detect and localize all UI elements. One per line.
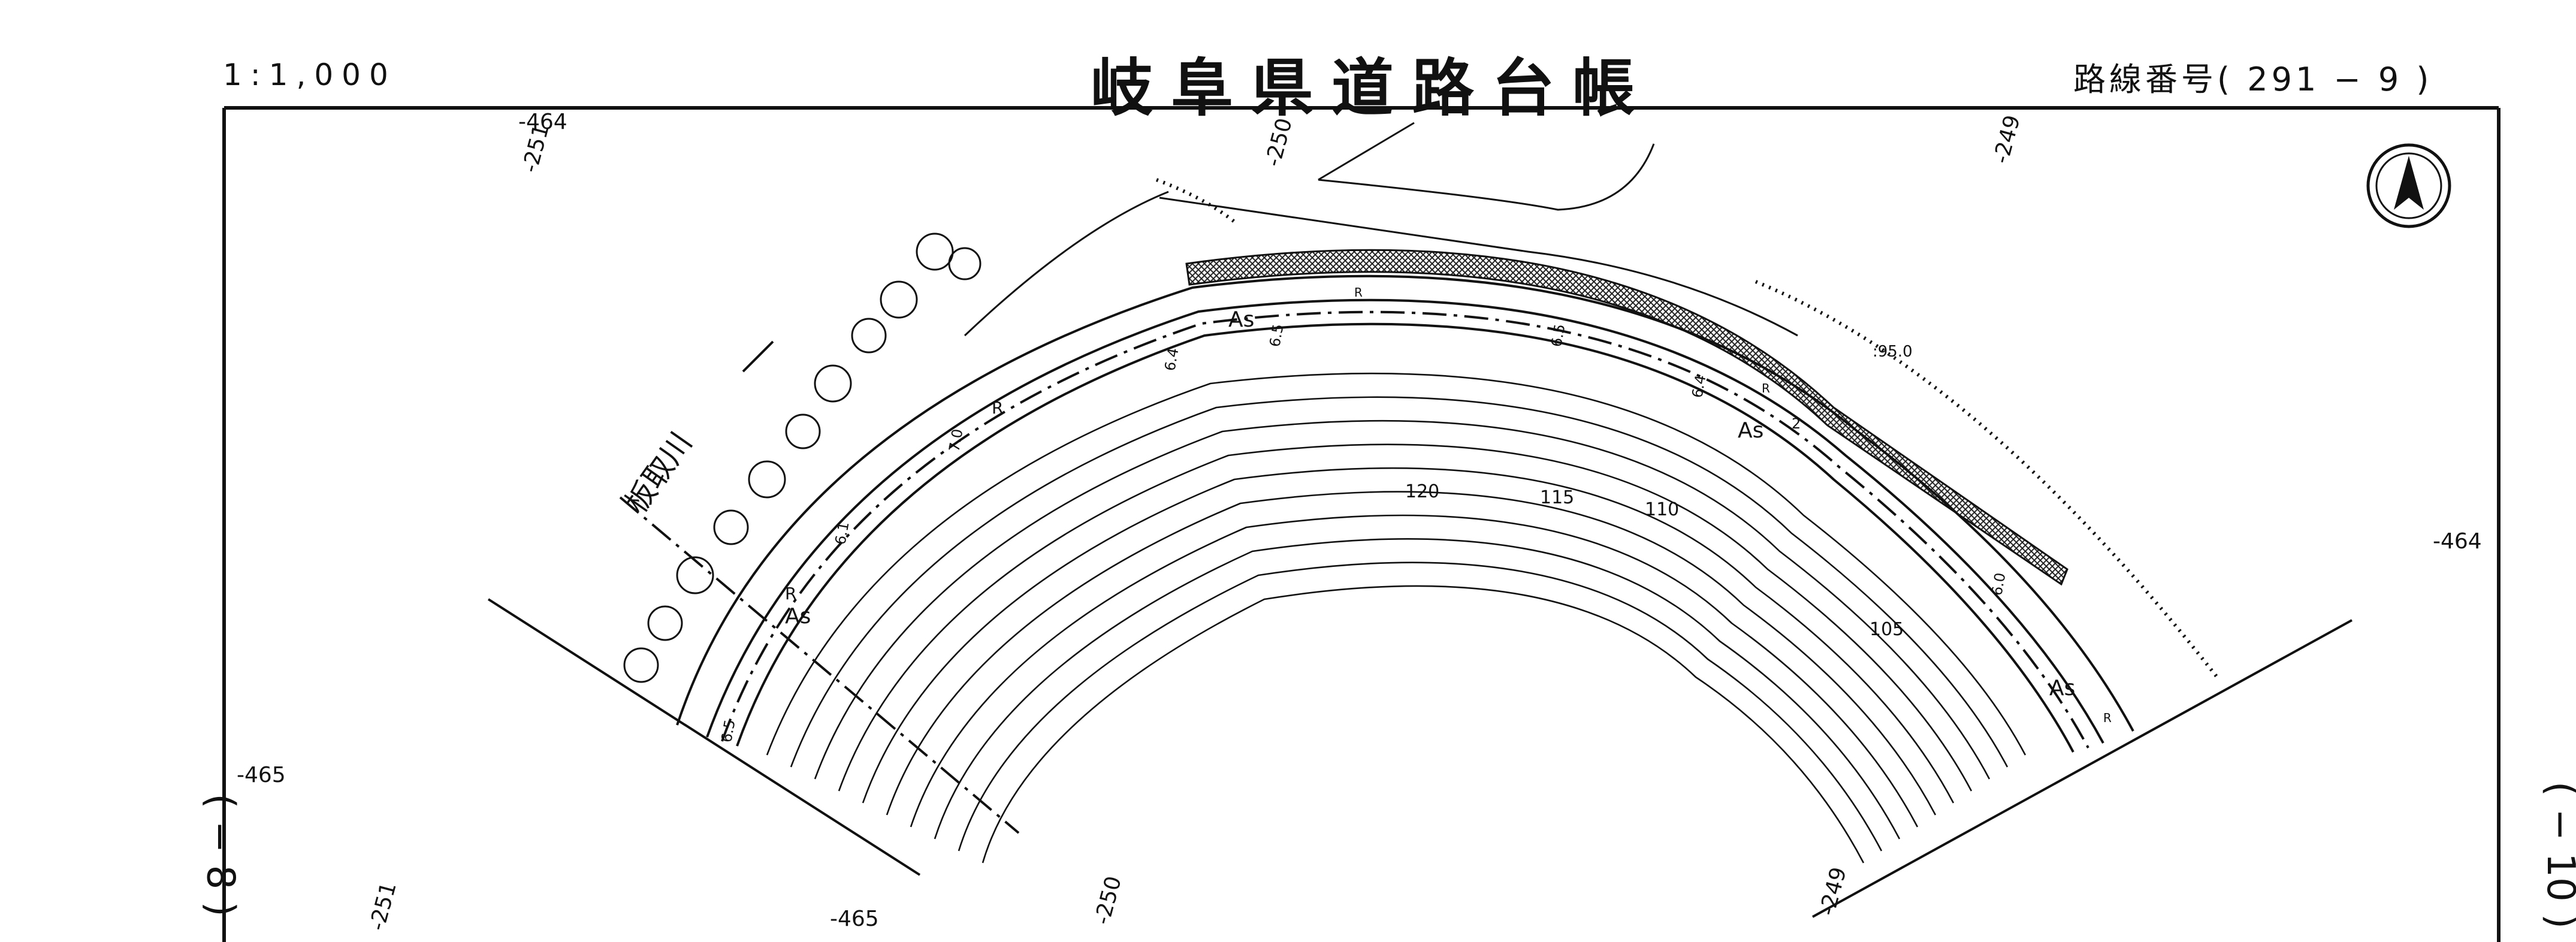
hatched-shoulder [1185,249,2068,586]
grid-label-left-465: -465 [237,763,286,787]
road-mark: R [1762,381,1770,395]
embankment-dotted [1155,178,2219,678]
grid-label-top-left-464: -464 [518,110,567,134]
road-mark: R [785,584,796,603]
road-mark: R [2103,711,2112,725]
grid-label-bottom-249: -249 [1815,865,1852,919]
adjacent-sheet-prev: ( − 8 ) [198,793,243,917]
width-label: 6.1 [832,521,852,546]
contour-label: 105 [1870,619,1904,640]
pavement-mark: As [1228,307,1254,332]
route-number: 路線番号( 291 − 9 ) [2073,61,2433,98]
road-lines [676,274,2134,753]
contour-label: 115 [1540,487,1574,508]
pavement-mark: As [1738,418,1763,443]
river-flow-arrow [742,340,774,373]
adjacent-sheet-next: ( − 10 ) [2538,781,2576,929]
grid-label-bottom-251: -251 [365,880,401,934]
terrain-lines [964,122,1798,337]
grid-label-top-249: -249 [1989,113,2025,167]
road-mark: R [1354,285,1363,300]
grid-label-bottom-465: -465 [830,907,879,931]
north-arrow-icon [2366,143,2451,228]
width-label: 7.0 [946,428,966,453]
tree-symbols [623,233,982,683]
width-label: 6.5 [718,718,738,744]
map-frame [222,106,2500,942]
elevation-point: :95.0 [1873,343,1913,361]
road-mark: R [992,398,1003,418]
contour-label: 120 [1405,481,1439,502]
width-label: 6.4 [1161,347,1182,372]
width-label: 2 [1792,415,1801,432]
width-label: 6.5 [1548,323,1568,348]
contour-label: 110 [1645,499,1679,520]
contour-lines [766,372,2027,864]
width-label: 6.0 [1988,572,2009,597]
river-name: 板取川 [618,426,699,520]
pavement-mark: As [2049,676,2075,701]
width-label: 6.4 [1689,374,1709,399]
road-centerline [619,310,2089,834]
width-label: 6.5 [1266,323,1287,348]
pavement-mark: As [785,604,811,629]
map-title: 岐阜県道路台帳 [1091,51,1653,125]
grid-label-right-464: -464 [2433,529,2482,554]
sheet-boundary-lines [487,598,2352,918]
grid-label-top-250: -250 [1261,116,1297,170]
grid-label-bottom-250: -250 [1090,874,1127,928]
map-scale: 1:1,000 [223,58,397,92]
